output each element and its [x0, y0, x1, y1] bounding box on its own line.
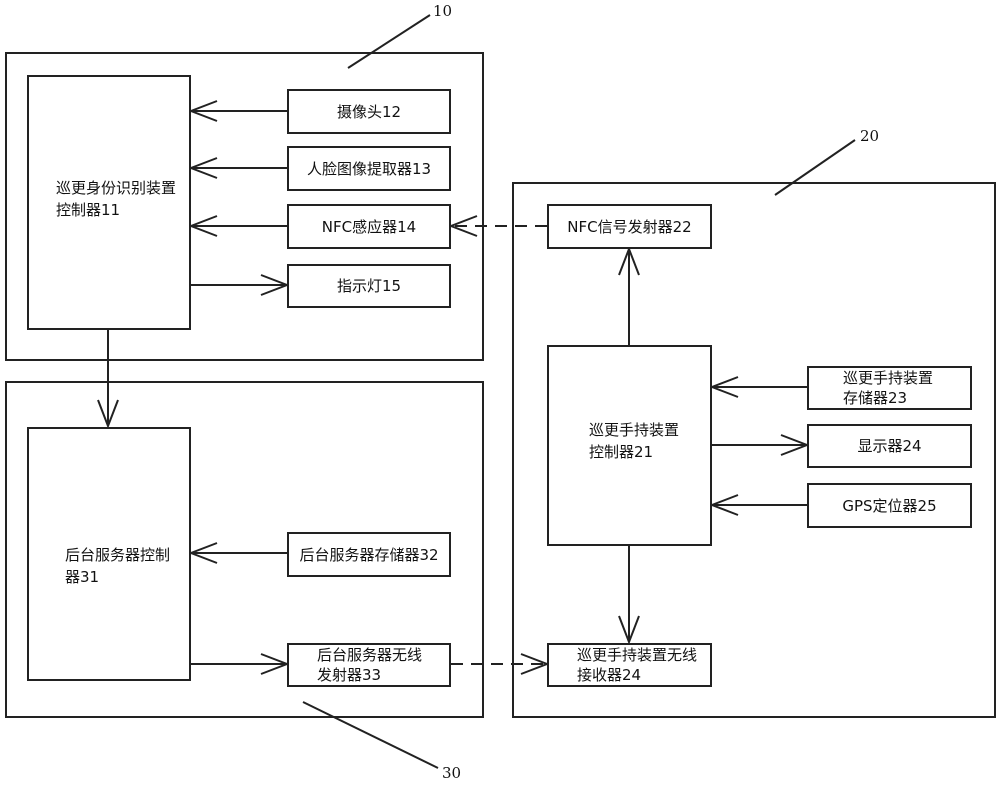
arrowhead-icon	[618, 246, 640, 276]
group-20-container	[512, 182, 996, 718]
leader-line-10	[347, 14, 431, 69]
display-24: 显示器24	[807, 424, 972, 468]
patrol-id-controller-11: 巡更身份识别装置控制器11	[27, 75, 191, 330]
ref-label-30: 30	[442, 764, 462, 782]
arrowhead-icon	[709, 494, 739, 516]
storage-23-label: 巡更手持装置存储器23	[843, 369, 934, 407]
nfc-transmitter-22-label: NFC信号发射器22	[567, 217, 692, 236]
backend-storage-32: 后台服务器存储器32	[287, 532, 451, 577]
backend-wireless-transmitter-33: 后台服务器无线发射器33	[287, 643, 451, 687]
arrowhead-icon	[97, 399, 119, 429]
handheld-storage-23: 巡更手持装置存储器23	[807, 366, 972, 410]
camera-12: 摄像头12	[287, 89, 451, 134]
handheld-controller-21: 巡更手持装置控制器21	[547, 345, 712, 546]
arrowhead-icon	[709, 376, 739, 398]
ref-label-10: 10	[433, 2, 453, 20]
backend-controller-31: 后台服务器控制器31	[27, 427, 191, 681]
face-extractor-13: 人脸图像提取器13	[287, 146, 451, 191]
arrowhead-icon	[188, 157, 218, 179]
nfc-signal-transmitter-22: NFC信号发射器22	[547, 204, 712, 249]
arrowhead-icon	[188, 542, 218, 564]
arrowhead-icon	[448, 215, 478, 237]
display-24-label: 显示器24	[857, 437, 922, 455]
controller-11-label: 巡更身份识别装置控制器11	[56, 179, 177, 219]
leader-line-20	[774, 139, 856, 196]
nfc-sensor-14-label: NFC感应器14	[321, 217, 417, 236]
arrowhead-icon	[188, 215, 218, 237]
arrowhead-icon	[618, 615, 640, 645]
indicator-light-15: 指示灯15	[287, 264, 451, 308]
indicator-light-15-label: 指示灯15	[336, 277, 402, 295]
controller-21-label: 巡更手持装置控制器21	[589, 421, 680, 461]
gps-25-label: GPS定位器25	[842, 496, 937, 515]
receiver-24-label: 巡更手持装置无线接收器24	[577, 646, 698, 684]
backend-storage-32-label: 后台服务器存储器32	[299, 545, 439, 564]
arrowhead-icon	[188, 100, 218, 122]
transmitter-33-label: 后台服务器无线发射器33	[317, 646, 423, 684]
nfc-sensor-14: NFC感应器14	[287, 204, 451, 249]
group-30-container	[5, 381, 484, 718]
leader-line-30	[302, 701, 439, 769]
face-extractor-13-label: 人脸图像提取器13	[306, 159, 432, 178]
ref-label-20: 20	[860, 127, 880, 145]
gps-locator-25: GPS定位器25	[807, 483, 972, 528]
controller-31-label: 后台服务器控制器31	[65, 546, 171, 586]
handheld-wireless-receiver-24: 巡更手持装置无线接收器24	[547, 643, 712, 687]
group-10-container	[5, 52, 484, 361]
camera-12-label: 摄像头12	[336, 102, 402, 121]
